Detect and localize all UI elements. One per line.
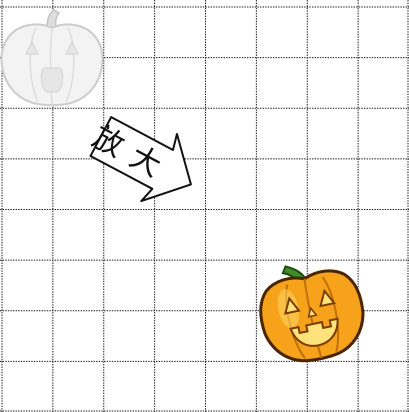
ghost-pumpkin-icon[interactable] [2,10,103,105]
jack-o-lantern-icon[interactable] [252,253,371,369]
pumpkin-body [254,265,371,369]
transform-arrow: 放大 [78,100,209,218]
ghost-pumpkin-mouth [41,68,63,92]
